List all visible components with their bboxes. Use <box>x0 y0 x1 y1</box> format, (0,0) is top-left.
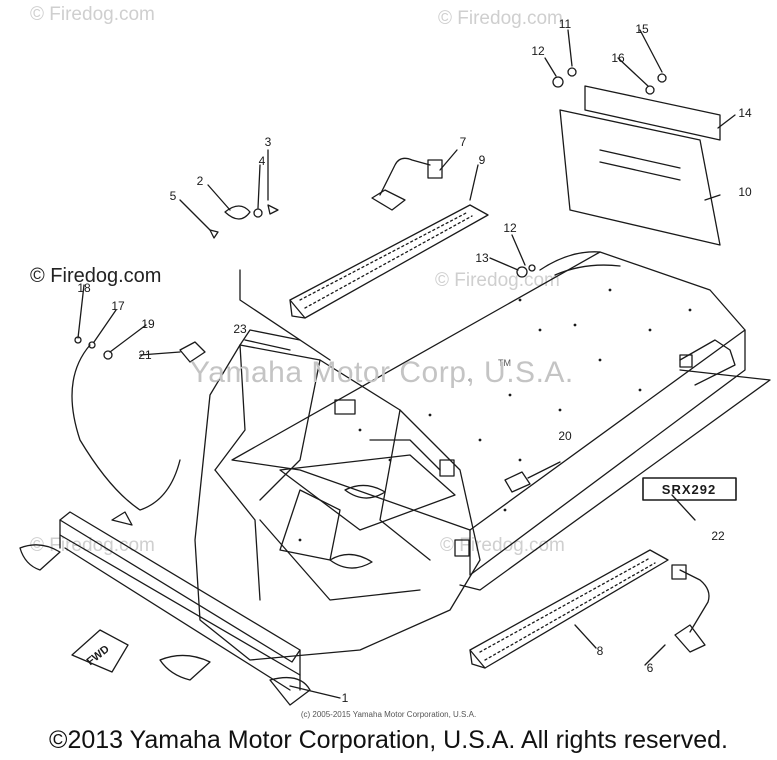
callout-12-top: 12 <box>531 44 545 58</box>
footrest-upper <box>289 204 489 319</box>
copyright-footer: ©2013 Yamaha Motor Corporation, U.S.A. A… <box>49 726 728 754</box>
callout-4: 4 <box>259 154 266 168</box>
stopper-21 <box>179 341 206 363</box>
callout-17: 17 <box>111 299 125 313</box>
stopper-20 <box>504 471 531 493</box>
callout-11: 11 <box>559 17 572 31</box>
fwd-label: FWD <box>85 643 112 668</box>
callout-22: 22 <box>711 529 725 543</box>
watermark-top-center: © Firedog.com <box>438 8 563 29</box>
callout-1: 1 <box>342 691 349 705</box>
tunnel-side-edge <box>469 329 746 576</box>
callout-15: 15 <box>635 22 649 36</box>
callout-14: 14 <box>738 106 752 120</box>
watermark-right-mid: © Firedog.com <box>435 270 560 291</box>
callout-20: 20 <box>558 429 572 443</box>
watermark-center: Yamaha Motor Corp, U.S.A. <box>190 356 574 389</box>
handle-lower <box>679 569 710 633</box>
callout-2: 2 <box>197 174 204 188</box>
front-bumper <box>59 511 301 663</box>
callout-23: 23 <box>233 322 247 336</box>
small-copyright: (c) 2005-2015 Yamaha Motor Corporation, … <box>300 710 477 719</box>
callout-6: 6 <box>647 661 654 675</box>
watermark-left-mid: © Firedog.com <box>30 265 162 287</box>
callout-12-mid: 12 <box>503 221 517 235</box>
trademark-mark: TM <box>498 358 511 368</box>
front-frame <box>194 344 481 661</box>
callout-18: 18 <box>77 281 91 295</box>
callout-16: 16 <box>611 51 625 65</box>
callout-8: 8 <box>597 644 604 658</box>
handle-upper <box>379 157 431 196</box>
model-decal <box>642 477 737 501</box>
callout-13: 13 <box>475 251 489 265</box>
callout-19: 19 <box>141 317 155 331</box>
callout-3: 3 <box>265 135 272 149</box>
rear-plate <box>584 85 721 141</box>
brake-cable <box>71 344 181 511</box>
callout-9: 9 <box>479 153 486 167</box>
rear-flap <box>559 109 721 246</box>
decal-text: SRX292 <box>662 482 716 497</box>
fwd-arrow <box>71 629 129 673</box>
watermark-lower-left: © Firedog.com <box>30 535 155 556</box>
callout-5: 5 <box>170 189 177 203</box>
tunnel-rear-lip <box>459 369 771 591</box>
callout-7: 7 <box>460 135 467 149</box>
callout-21: 21 <box>138 348 152 362</box>
footrest-lower <box>469 549 669 669</box>
grommet <box>224 205 251 220</box>
callout-10: 10 <box>738 185 752 199</box>
watermark-top-left: © Firedog.com <box>30 4 155 25</box>
